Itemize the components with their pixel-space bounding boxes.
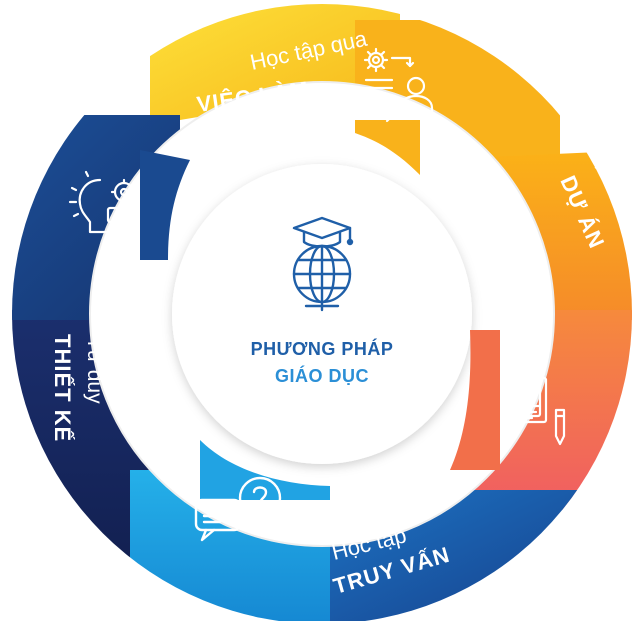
notch-mid (140, 150, 190, 260)
inner-band-edge (89, 81, 555, 547)
notch-yellow (355, 120, 420, 175)
center-disk (172, 164, 472, 464)
gear-person-presentation-icon (363, 47, 434, 123)
segment-thiet-ke-line2: THIẾT KẾ (50, 334, 75, 442)
notch-coral (450, 330, 500, 470)
report-document-pen-icon (504, 370, 566, 446)
center-title-line2: GIÁO DỤC (275, 365, 369, 386)
globe-graduation-cap-icon (292, 216, 354, 312)
notch-cyan (200, 440, 330, 500)
center-title-line1: PHƯƠNG PHÁP (251, 338, 394, 359)
lightbulb-gears-head-icon (68, 170, 138, 253)
segment-thiet-ke-line1: Tư duy (83, 337, 106, 404)
question-chat-bubbles-icon (194, 476, 282, 542)
